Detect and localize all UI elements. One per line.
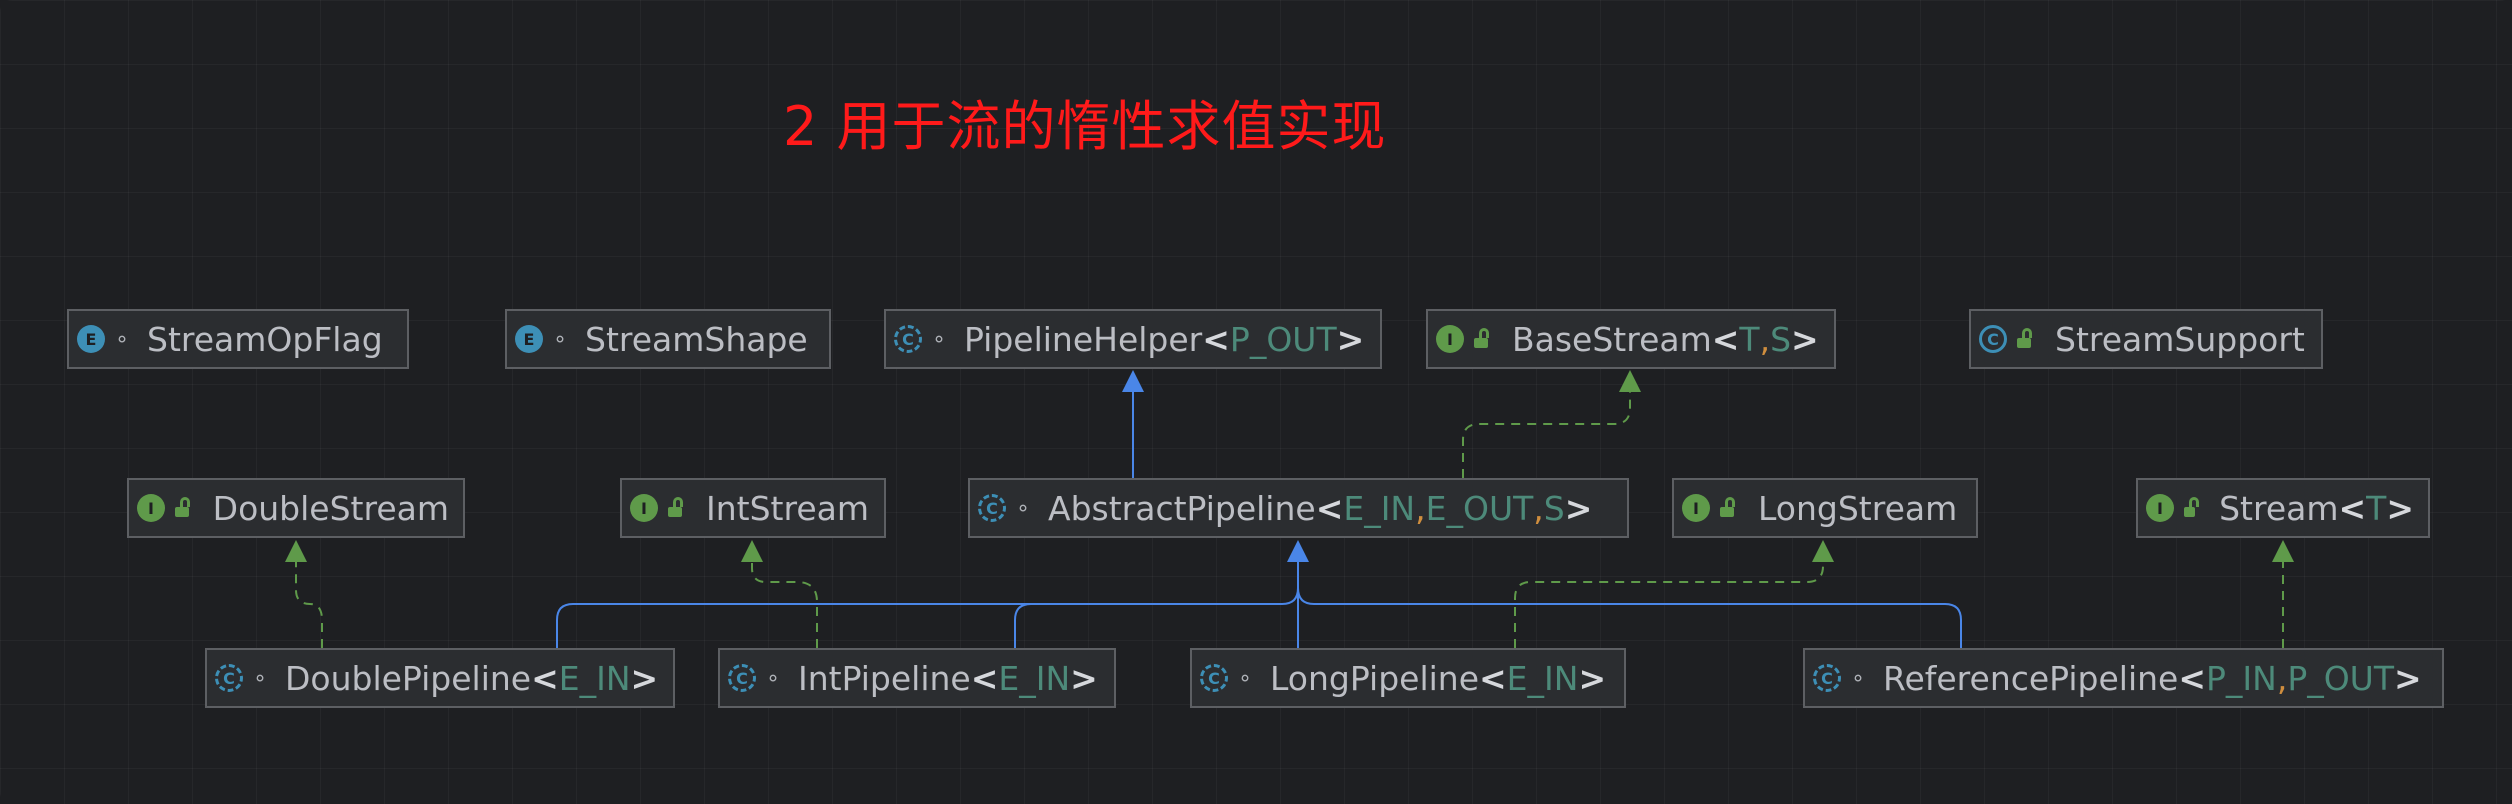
type-param: E_IN: [998, 658, 1071, 698]
enum-icon: E: [77, 325, 105, 353]
node-intstream[interactable]: I IntStream: [620, 478, 886, 538]
node-referencepipeline[interactable]: C ∘ ReferencePipeline<P_IN,P_OUT>: [1803, 648, 2444, 708]
abstract-class-icon: C: [1200, 664, 1228, 692]
angle-open: <: [2178, 658, 2206, 698]
public-lock-icon: [1474, 328, 1489, 348]
angle-close: >: [1564, 488, 1593, 528]
type-param: E_OUT: [1425, 488, 1534, 528]
angle-open: <: [1479, 658, 1507, 698]
node-label: LongPipeline: [1270, 658, 1480, 698]
public-lock-icon: [2184, 497, 2200, 517]
enum-icon: E: [515, 325, 543, 353]
package-private-icon: ∘: [115, 326, 129, 352]
angle-open: <: [1711, 319, 1740, 359]
package-private-icon: ∘: [1238, 665, 1252, 691]
node-streamopflag[interactable]: E ∘ StreamOpFlag: [67, 309, 409, 369]
abstract-class-icon: C: [894, 325, 922, 353]
node-pipelinehelper[interactable]: C ∘ PipelineHelper<P_OUT>: [884, 309, 1382, 369]
public-lock-icon: [2017, 328, 2032, 348]
node-label: Stream: [2219, 488, 2339, 528]
type-param: S: [1770, 319, 1792, 359]
node-label: BaseStream: [1512, 319, 1712, 359]
edge-intpipeline-intstream: [741, 540, 818, 648]
node-label: AbstractPipeline: [1048, 488, 1316, 528]
package-private-icon: ∘: [1851, 665, 1865, 691]
abstract-class-icon: C: [728, 664, 756, 692]
type-param: S: [1543, 488, 1565, 528]
type-param: P_IN: [2205, 658, 2277, 698]
type-param: E_IN: [558, 658, 631, 698]
node-label: DoubleStream: [212, 488, 449, 528]
type-param: E_IN: [1506, 658, 1579, 698]
final-class-icon: C: [1979, 325, 2007, 353]
type-param: E_IN: [1343, 488, 1416, 528]
angle-close: >: [1791, 319, 1819, 359]
comma: ,: [1415, 488, 1426, 528]
node-label: ReferencePipeline: [1883, 658, 2179, 698]
package-private-icon: ∘: [253, 665, 267, 691]
node-label: DoublePipeline: [285, 658, 532, 698]
comma: ,: [1533, 488, 1544, 528]
abstract-class-icon: C: [215, 664, 243, 692]
node-doublestream[interactable]: I DoubleStream: [127, 478, 465, 538]
node-streamshape[interactable]: E ∘ StreamShape: [505, 309, 831, 369]
node-longpipeline[interactable]: C ∘ LongPipeline<E_IN>: [1190, 648, 1626, 708]
node-streamsupport[interactable]: C StreamSupport: [1969, 309, 2323, 369]
node-basestream[interactable]: I BaseStream<T,S>: [1426, 309, 1836, 369]
diagram-title: 2 用于流的惰性求值实现: [783, 95, 1387, 158]
interface-icon: I: [630, 494, 658, 522]
abstract-class-icon: C: [978, 494, 1006, 522]
comma: ,: [1759, 319, 1771, 359]
angle-close: >: [1070, 658, 1098, 698]
angle-close: >: [1578, 658, 1607, 698]
edge-referencepipeline-stream: [2272, 540, 2294, 648]
node-stream[interactable]: I Stream<T>: [2136, 478, 2430, 538]
node-doublepipeline[interactable]: C ∘ DoublePipeline<E_IN>: [205, 648, 675, 708]
public-lock-icon: [175, 497, 190, 517]
type-param: P_OUT: [2287, 658, 2394, 698]
public-lock-icon: [1720, 497, 1735, 517]
edge-pipelines-abstractpipeline: [556, 540, 1962, 648]
node-longstream[interactable]: I LongStream: [1672, 478, 1978, 538]
angle-open: <: [970, 658, 999, 698]
edge-abstractpipeline-pipelinehelper: [1122, 370, 1144, 478]
angle-open: <: [2338, 488, 2367, 528]
node-label: StreamOpFlag: [147, 319, 383, 359]
angle-close: >: [1336, 319, 1365, 359]
package-private-icon: ∘: [553, 326, 567, 352]
interface-icon: I: [1436, 325, 1464, 353]
interface-icon: I: [2146, 494, 2174, 522]
node-label: IntPipeline: [798, 658, 971, 698]
interface-icon: I: [137, 494, 165, 522]
node-intpipeline[interactable]: C ∘ IntPipeline<E_IN>: [718, 648, 1116, 708]
node-abstractpipeline[interactable]: C ∘ AbstractPipeline<E_IN,E_OUT,S>: [968, 478, 1629, 538]
abstract-class-icon: C: [1813, 664, 1841, 692]
package-private-icon: ∘: [932, 326, 946, 352]
package-private-icon: ∘: [766, 665, 780, 691]
angle-close: >: [630, 658, 659, 698]
angle-close: >: [2394, 658, 2422, 698]
type-param: T: [2366, 488, 2387, 528]
node-label: PipelineHelper: [964, 319, 1203, 359]
type-param: P_OUT: [1229, 319, 1337, 359]
angle-open: <: [531, 658, 559, 698]
angle-open: <: [1202, 319, 1230, 359]
type-param: T: [1739, 319, 1760, 359]
angle-open: <: [1315, 488, 1344, 528]
comma: ,: [2276, 658, 2288, 698]
edge-longpipeline-longstream: [1514, 540, 1834, 648]
package-private-icon: ∘: [1016, 495, 1030, 521]
edge-abstractpipeline-basestream: [1462, 370, 1641, 478]
edge-doublepipeline-doublestream: [285, 540, 323, 648]
node-label: IntStream: [706, 488, 869, 528]
angle-close: >: [2386, 488, 2414, 528]
interface-icon: I: [1682, 494, 1710, 522]
node-label: StreamShape: [585, 319, 808, 359]
node-label: LongStream: [1758, 488, 1958, 528]
public-lock-icon: [668, 497, 683, 517]
node-label: StreamSupport: [2055, 319, 2305, 359]
